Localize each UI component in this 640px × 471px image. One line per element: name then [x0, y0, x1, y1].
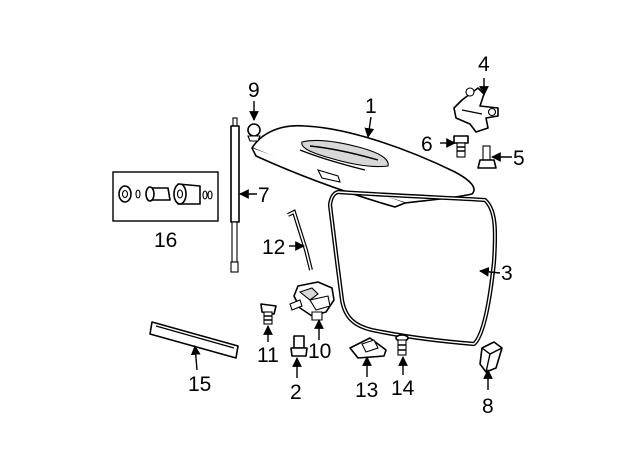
- weatherstrip-seal: [327, 189, 498, 347]
- lock-cylinder-kit: [112, 171, 219, 222]
- callout-9: 9: [248, 79, 260, 102]
- callout-10: 10: [308, 340, 331, 363]
- callout-3: 3: [501, 262, 513, 285]
- callout-14: 14: [391, 377, 415, 400]
- latch-bolt: [260, 303, 277, 325]
- bumper: [290, 335, 308, 357]
- leader-lines: [190, 78, 512, 390]
- latch: [289, 281, 335, 321]
- callout-13: 13: [355, 379, 378, 402]
- bumper-stop: [479, 341, 503, 373]
- callout-15: 15: [188, 373, 211, 396]
- callout-labels: 1 2 3 4 5 6 7 8 9 10 11 12 13 14 15 16: [154, 53, 525, 418]
- hinge-bolt: [453, 135, 469, 158]
- ball-stud: [247, 123, 261, 142]
- callout-7: 7: [258, 184, 270, 207]
- hinge: [453, 87, 499, 133]
- callout-1: 1: [365, 95, 377, 118]
- striker: [349, 337, 387, 359]
- applique-lamp: [149, 321, 239, 359]
- callout-8: 8: [482, 395, 494, 418]
- callout-2: 2: [290, 381, 302, 404]
- callout-6: 6: [421, 133, 433, 156]
- lift-support-strut: [230, 117, 240, 273]
- callout-4: 4: [478, 53, 490, 76]
- release-rod: [287, 209, 313, 271]
- hinge-nut: [477, 145, 497, 169]
- callout-11: 11: [257, 344, 279, 367]
- striker-bolt: [395, 334, 409, 356]
- callout-5: 5: [513, 147, 525, 170]
- callout-16: 16: [154, 229, 177, 252]
- callout-12: 12: [262, 236, 285, 259]
